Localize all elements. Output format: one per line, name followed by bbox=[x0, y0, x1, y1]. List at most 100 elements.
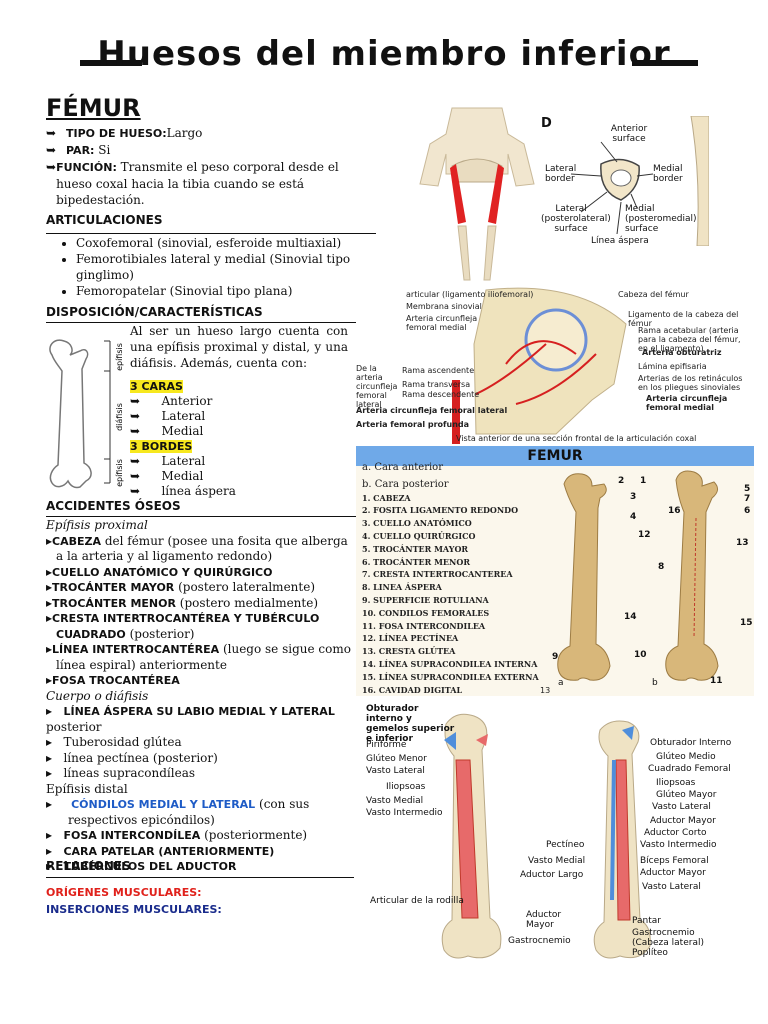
cross-section-letter: D bbox=[541, 116, 552, 131]
arrow-icon: ➥ bbox=[130, 409, 141, 423]
hip-label: Ligamento de la cabeza del fémur bbox=[628, 310, 739, 328]
list-item: 16. CAVIDAD DIGITAL bbox=[362, 684, 463, 695]
inserciones-label: INSERCIONES MUSCULARES: bbox=[46, 903, 222, 916]
accidente-text: del fémur (posee una fosita que alberga … bbox=[56, 533, 348, 564]
leader-line bbox=[580, 191, 608, 213]
hip-section-svg bbox=[452, 287, 627, 444]
hip-label: Arteria circunfleja femoral lateral bbox=[356, 406, 508, 415]
label-medial-border: Medial border bbox=[653, 164, 683, 184]
right-tibia bbox=[483, 225, 497, 281]
list-item: Femoropatelar (Sinovial tipo plana) bbox=[76, 283, 406, 299]
arrow-icon: ➥ bbox=[130, 469, 141, 483]
femur-number: 16 bbox=[668, 506, 681, 516]
linea-aspera bbox=[693, 517, 697, 639]
muscle-label: Vasto Lateral bbox=[366, 766, 425, 776]
accidente-text: (con sus respectivos epicóndilos) bbox=[68, 797, 310, 827]
accidente-item: ▸ CARA PATELAR (ANTERIORMENTE) bbox=[46, 843, 275, 858]
medullary-cavity bbox=[610, 169, 632, 187]
muscle-label: Iliopsoas bbox=[656, 778, 696, 788]
list-item: 2. FOSITA LIGAMENTO REDONDO bbox=[362, 505, 519, 516]
distal-label: Epífisis distal bbox=[46, 781, 128, 796]
accidente-item: ▸ TUBÉRCULOS DEL ADUCTOR bbox=[46, 859, 237, 873]
artery bbox=[505, 340, 577, 365]
bone-label-diafisis: diáfisis bbox=[115, 403, 124, 431]
cara-item: Medial bbox=[161, 424, 204, 438]
muscle-label: Aductor Mayor bbox=[526, 910, 562, 930]
cuerpo-label: Cuerpo o diáfisis bbox=[46, 688, 149, 703]
femur-number: 4 bbox=[630, 512, 637, 522]
disposicion-text: Al ser un hueso largo cuenta con una epí… bbox=[130, 324, 348, 370]
vasto-intermedio-area bbox=[455, 759, 479, 919]
origin-area bbox=[476, 734, 488, 746]
aductor-insertion-area bbox=[610, 760, 616, 900]
femur-panel-header bbox=[356, 446, 754, 466]
list-item: Coxofemoral (sinovial, esferoide multiax… bbox=[76, 235, 406, 251]
muscle-label: Bíceps Femoral bbox=[640, 856, 709, 866]
accidente-text: (posteriormente) bbox=[200, 828, 308, 842]
femur-number: 13 bbox=[540, 686, 551, 695]
hip-label: articular (ligamento iliofemoral) bbox=[406, 290, 534, 299]
label-lateral-border: Lateral border bbox=[545, 164, 577, 184]
accidente-text: (postero medialmente) bbox=[175, 595, 319, 610]
arrow-icon: ➥ bbox=[46, 143, 57, 157]
femur-number: 11 bbox=[710, 676, 723, 686]
muscle-label: Aductor Mayor bbox=[650, 816, 716, 826]
bordes-label: 3 BORDES bbox=[130, 440, 193, 453]
femur-number: 13 bbox=[736, 538, 749, 548]
muscle-label: Gastrocnemio (Cabeza lateral) bbox=[632, 928, 704, 948]
hip-label: Arterias de los retináculos en los plieg… bbox=[638, 374, 743, 392]
label-linea-aspera: Línea áspera bbox=[591, 236, 649, 246]
accidente-item: ▸ FOSA INTERCONDÍLEA (posteriormente) bbox=[46, 828, 308, 842]
intro-type: ➥TIPO DE HUESO:Largo bbox=[46, 125, 366, 142]
intro-key: PAR: bbox=[66, 144, 95, 157]
list-item: 13. CRESTA GLÚTEA bbox=[362, 646, 456, 657]
accidente-item: ▸ línea pectínea (posterior) bbox=[46, 750, 218, 765]
cara-item: Lateral bbox=[161, 409, 206, 423]
arrow-icon: ➥ bbox=[46, 160, 57, 174]
femur-anterior bbox=[557, 473, 611, 681]
skeleton-figure bbox=[412, 104, 542, 284]
accidente-item: ▸TROCÁNTER MAYOR (postero lateralmente) bbox=[46, 580, 315, 594]
muscle-label: Obturador interno y gemelos superior e i… bbox=[366, 704, 455, 744]
accidente-text: líneas supracondíleas bbox=[63, 766, 196, 780]
femur-panel: FEMUR a. Cara anterior b. Cara posterior… bbox=[356, 446, 754, 696]
femur-views-svg bbox=[557, 470, 719, 681]
proximal-label: Epífisis proximal bbox=[46, 518, 148, 532]
accidente-item: ▸FOSA TROCANTÉREA bbox=[46, 673, 180, 687]
accidentes-block: Epífisis proximal ▸CABEZA del fémur (pos… bbox=[46, 518, 356, 875]
page-title: Huesos del miembro inferior bbox=[97, 34, 671, 74]
accidente-item: ▸ Tuberosidad glútea bbox=[46, 735, 182, 749]
accidente-item: ▸ líneas supracondíleas bbox=[46, 766, 196, 780]
femur-number: 15 bbox=[740, 618, 753, 628]
accidentes-heading: ACCIDENTES ÓSEOS bbox=[46, 499, 181, 513]
accidente-key: LÍNEA INTERTROCANTÉREA bbox=[52, 643, 220, 656]
accidente-key: TROCÁNTER MENOR bbox=[52, 596, 176, 610]
muscle-label: Piriforme bbox=[366, 740, 407, 750]
list-item: Femorotibiales lateral y medial (Sinovia… bbox=[76, 251, 406, 283]
relaciones-heading: RELACIONES bbox=[46, 859, 131, 873]
accidente-key: CUELLO ANATÓMICO Y QUIRÚRGICO bbox=[52, 565, 273, 579]
accidente-key: TROCÁNTER MAYOR bbox=[52, 581, 175, 594]
right-femur bbox=[488, 164, 504, 224]
list-item: a. Cara anterior bbox=[362, 462, 443, 473]
intro-block: ➥TIPO DE HUESO:Largo ➥PAR: Si ➥FUNCIÓN: … bbox=[46, 125, 366, 208]
pelvis bbox=[451, 158, 503, 183]
list-item: 4. CUELLO QUIRÚRGICO bbox=[362, 530, 476, 541]
muscle-label: Glúteo Menor bbox=[366, 754, 427, 764]
muscle-label: Glúteo Medio bbox=[656, 752, 716, 762]
insertion-area bbox=[444, 732, 456, 750]
hip-label: Arteria circunfleja femoral medial bbox=[406, 314, 478, 332]
accidente-item: ▸LÍNEA INTERTROCANTÉREA (luego se sigue … bbox=[46, 642, 351, 672]
intro-value: Largo bbox=[166, 126, 203, 140]
accidente-key: CARA PATELAR (ANTERIORMENTE) bbox=[63, 844, 275, 858]
intro-value: Transmite el peso corporal desde el hues… bbox=[56, 160, 339, 207]
accidente-text: posterior bbox=[46, 719, 102, 734]
muscle-label: Pectíneo bbox=[546, 840, 585, 850]
femur-number: 12 bbox=[638, 530, 651, 540]
list-item: 8. LINEA ÁSPERA bbox=[362, 582, 442, 593]
femur-number: 6 bbox=[744, 506, 751, 516]
origenes-label: ORÍGENES MUSCULARES: bbox=[46, 886, 202, 899]
articulaciones-list: Coxofemoral (sinovial, esferoide multiax… bbox=[46, 235, 406, 299]
femur-heading: FÉMUR bbox=[46, 94, 141, 122]
linea-aspera-area bbox=[615, 759, 631, 921]
